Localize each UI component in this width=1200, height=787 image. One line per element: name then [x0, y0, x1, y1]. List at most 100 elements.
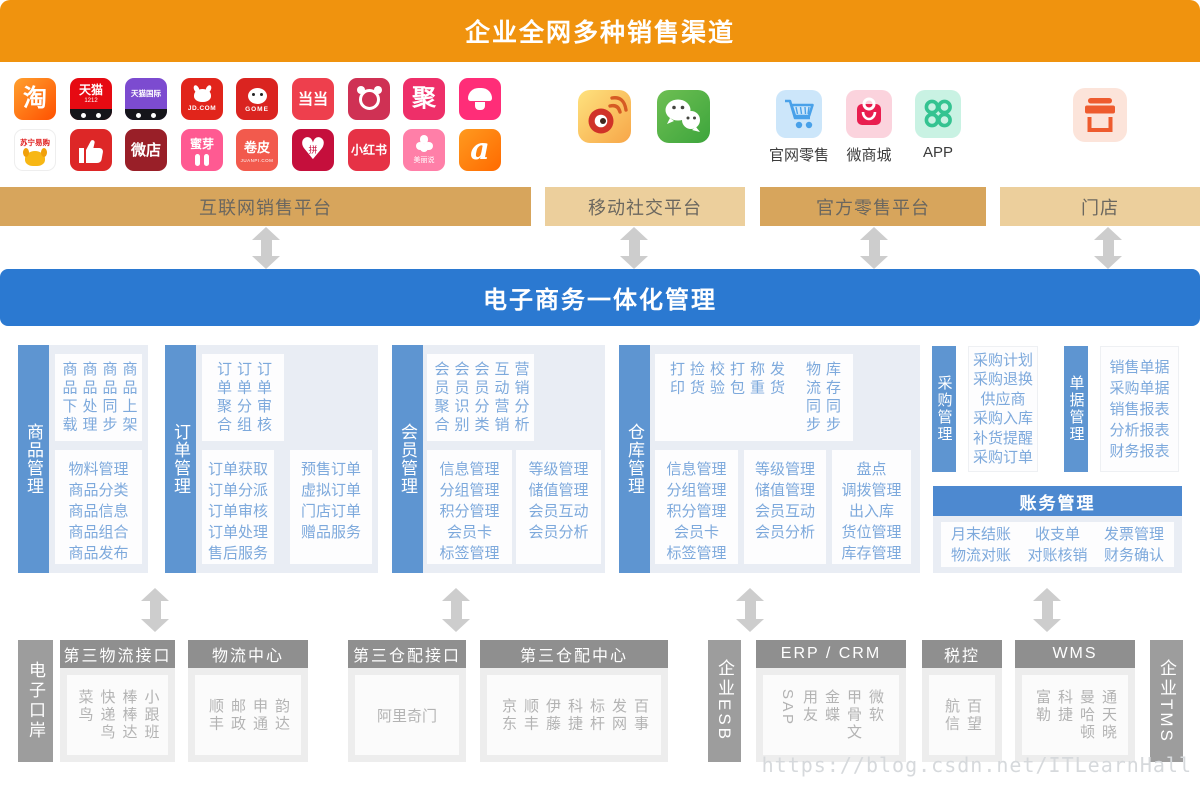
module-list-box: 销售单据采购单据销售报表分析报表财务报表	[1100, 346, 1179, 472]
module-list-item: 财务报表	[1109, 442, 1170, 460]
xiaohongshu-glyph: 小红书	[350, 143, 387, 157]
module-list-item: 等级管理	[754, 461, 815, 478]
module-top-item: 互动营销	[492, 360, 510, 435]
bottom-box-title: ERP / CRM	[756, 640, 906, 668]
bottom-box-title: 税控	[922, 640, 1002, 668]
alibaba-glyph: a	[470, 132, 490, 167]
xiaohongshu-icon: 小红书	[348, 129, 390, 171]
module-list-item: 销售单据	[1109, 358, 1170, 376]
bottom-box-第三仓配中心: 第三仓配中心京东顺丰伊藤科捷标杆发网百事	[480, 640, 668, 762]
module-list-item: 分组管理	[666, 482, 727, 499]
module-top-box: 商品下载商品处理商品同步商品上架	[55, 354, 142, 441]
vendor-item: 科捷	[566, 697, 583, 733]
platform-label-互联网销售平台: 互联网销售平台	[0, 187, 531, 226]
module-body: 会员聚合会员识别会员分类互动营销营销分析信息管理分组管理积分管理会员卡标签管理等…	[423, 345, 605, 573]
finance-item: 月末结账	[951, 525, 1012, 543]
cat-eyes	[70, 109, 112, 120]
vendor-item: 通天晓	[1100, 688, 1117, 742]
tmall-global-icon: 天猫国际	[125, 78, 167, 120]
module-list-item: 商品发布	[68, 545, 129, 562]
platform-label-text: 官方零售平台	[816, 197, 930, 218]
module-list-item: 货位管理	[841, 524, 902, 541]
vendor-item: 韵达	[273, 697, 290, 733]
module-list-item: 采购计划	[972, 351, 1033, 369]
module-list-item: 物料管理	[68, 461, 129, 478]
micro-mall-label: 微商城	[846, 147, 892, 164]
module-top-item: 会员分类	[472, 360, 490, 435]
module-list-box: 等级管理储值管理会员互动会员分析	[516, 450, 601, 564]
weibo-icon	[578, 90, 631, 143]
watermark: https://blog.csdn.net/ITLearnHall	[761, 753, 1192, 777]
module-list-box: 物料管理商品分类商品信息商品组合商品发布	[55, 450, 142, 564]
weidian-icon: 微店	[125, 129, 167, 171]
bottom-box-title: 第三物流接口	[60, 640, 175, 668]
module-list-item: 标签管理	[666, 545, 727, 562]
integration-banner: 电子商务一体化管理	[0, 269, 1200, 326]
pdd-label: 拼	[308, 145, 318, 155]
bottom-box-title: 物流中心	[188, 640, 308, 668]
module-list-item: 储值管理	[528, 482, 589, 499]
module-top-item: 营销分析	[512, 360, 530, 435]
vendor-item: 用友	[801, 688, 818, 724]
vendor-item: 甲骨文	[845, 688, 862, 742]
store-icon	[1073, 88, 1127, 142]
module-list-item: 储值管理	[754, 482, 815, 499]
alibaba-icon: a	[459, 129, 501, 171]
taobao-glyph: 淘	[23, 85, 47, 112]
module-list-item: 商品分类	[68, 482, 129, 499]
module-单据管理: 单据管理销售单据采购单据销售报表分析报表财务报表	[1064, 346, 1179, 472]
suning-icon: 苏宁易购	[14, 129, 56, 171]
vendor-item: 快递鸟	[98, 688, 116, 742]
module-list-box: 订单获取订单分派订单审核订单处理售后服务	[202, 450, 274, 564]
module-list-item: 订单分派	[207, 482, 268, 499]
module-list-item: 订单获取	[207, 461, 268, 478]
vendor-item: 百事	[632, 697, 649, 733]
vendor-item: 航信	[943, 697, 960, 733]
module-top-item: 校验	[708, 360, 725, 398]
module-采购管理: 采购管理采购计划采购退换供应商采购入库补货提醒采购订单	[932, 346, 1038, 472]
updown-arrow	[620, 227, 648, 269]
integration-banner-title: 电子商务一体化管理	[483, 287, 717, 314]
meilishuo-label: 美丽说	[413, 157, 435, 164]
module-top-item: 商品处理	[80, 360, 98, 435]
module-top-item: 订单分组	[235, 360, 252, 435]
module-list-item: 订单处理	[207, 524, 268, 541]
bottom-bar-企业TMS: 企业TMS	[1150, 640, 1183, 762]
module-title-bar: 商品管理	[18, 345, 49, 573]
juanpi-label: 卷皮	[243, 140, 270, 155]
module-list-item: 等级管理	[528, 461, 589, 478]
bottom-box-content: 阿里奇门	[355, 675, 459, 755]
module-body: 订单聚合订单分组订单审核订单获取订单分派订单审核订单处理售后服务预售订单虚拟订单…	[196, 345, 378, 573]
bottom-bar-电子口岸: 电子口岸	[18, 640, 53, 762]
platform-label-移动社交平台: 移动社交平台	[545, 187, 745, 226]
module-list-item: 标签管理	[439, 545, 500, 562]
suning-dog-shape	[23, 148, 47, 166]
dangdang-glyph: 当当	[297, 90, 328, 108]
juanpi-sub: JUANPI.COM	[240, 158, 274, 163]
vendor-item: 微软	[867, 688, 884, 724]
wechat-icon	[657, 90, 710, 143]
updown-arrow	[1094, 227, 1122, 269]
vendor-item: 科捷	[1056, 688, 1073, 724]
weidian-glyph: 微店	[130, 141, 161, 159]
vendor-item: 富勒	[1034, 688, 1051, 724]
module-list-item: 信息管理	[439, 461, 500, 478]
module-top-item: 物流同步	[804, 360, 821, 435]
platform-label-text: 互联网销售平台	[199, 197, 332, 218]
module-list-item: 预售订单	[300, 461, 361, 478]
finance-group: 收支单对账核销	[1027, 524, 1087, 566]
bottom-box-ERP / CRM: ERP / CRMSAP用友金蝶甲骨文微软	[756, 640, 906, 762]
bottom-box-content: 航信百望	[929, 675, 995, 755]
suning-label: 苏宁易购	[20, 138, 50, 147]
module-list-item: 采购入库	[972, 410, 1033, 427]
module-top-item: 商品下载	[60, 360, 78, 435]
module-list-box: 预售订单虚拟订单门店订单赠品服务	[290, 450, 372, 564]
taobao-icon: 淘	[14, 78, 56, 120]
module-top-item: 订单审核	[255, 360, 272, 435]
vendor-item: 伊藤	[544, 697, 561, 733]
gome-icon: GOME	[236, 78, 278, 120]
miya-label: 蜜芽	[189, 136, 214, 151]
tmall-1212-label: 天猫	[78, 83, 103, 98]
